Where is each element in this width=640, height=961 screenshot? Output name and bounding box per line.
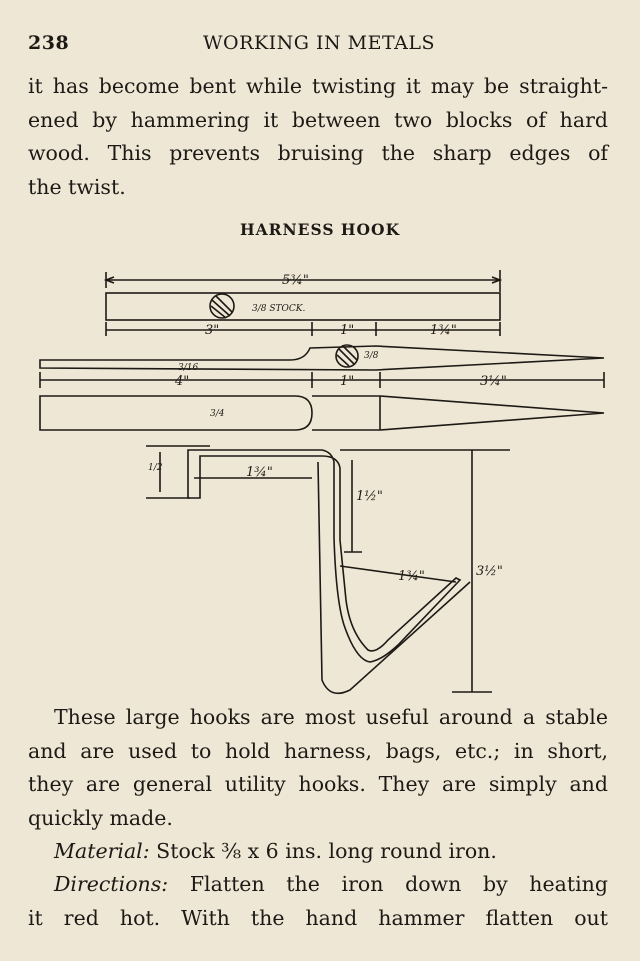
material-label: Material: bbox=[54, 839, 150, 863]
dim-hook-height: 3½" bbox=[476, 564, 503, 579]
flattened-plan bbox=[39, 395, 313, 431]
dim-overall: 5¾" bbox=[282, 273, 309, 288]
paragraph-description: These large hooks are most useful around… bbox=[28, 701, 608, 835]
drawn-bar-profile bbox=[39, 345, 605, 371]
dim-seg-d: 4" bbox=[174, 374, 189, 389]
dim-flat-width: 3/4 bbox=[210, 409, 225, 419]
stock-bar bbox=[105, 292, 501, 321]
dim-thickness-a: 3/16 bbox=[178, 363, 198, 373]
text-line: wood. This prevents bruising the sharp e… bbox=[28, 141, 608, 165]
material-text: Stock ⅜ x 6 ins. long round iron. bbox=[156, 839, 497, 863]
material-line: Material: Stock ⅜ x 6 ins. long round ir… bbox=[28, 835, 634, 869]
dim-seg-a: 3" bbox=[205, 323, 219, 338]
figure-title: HARNESS HOOK bbox=[239, 220, 401, 239]
text-line: Directions: Flatten the iron down by hea… bbox=[28, 868, 608, 902]
dim-seg-b: 1" bbox=[340, 323, 354, 338]
text-line: it has become bent while twisting it may… bbox=[28, 74, 608, 98]
hook-side-view bbox=[187, 449, 462, 663]
dim-hook-lip: 1/2 bbox=[148, 463, 163, 473]
dim-thickness-b: 3/8 bbox=[364, 351, 379, 361]
paragraph-continuation: it has become bent while twisting it may… bbox=[28, 70, 608, 204]
directions-text: Flatten the iron down by heating bbox=[189, 872, 608, 896]
page-header: 238 WORKING IN METALS bbox=[28, 32, 610, 58]
stock-section bbox=[209, 293, 235, 319]
dim-hook-top: 1¾" bbox=[246, 465, 273, 480]
text-line: they are general utility hooks. They are… bbox=[28, 772, 608, 796]
page-number: 238 bbox=[28, 32, 70, 54]
text-line: the twist. bbox=[28, 174, 126, 199]
running-head: WORKING IN METALS bbox=[203, 32, 435, 54]
directions-label: Directions: bbox=[54, 872, 169, 896]
dim-hook-throat: 1¾" bbox=[398, 569, 425, 584]
directions-paragraph: Directions: Flatten the iron down by hea… bbox=[28, 868, 608, 935]
dim-seg-c: 1¾" bbox=[430, 323, 457, 338]
dim-seg-f: 3¼" bbox=[480, 374, 507, 389]
dim-seg-e: 1" bbox=[340, 374, 354, 389]
text-line: it red hot. With the hand hammer flatten… bbox=[28, 905, 608, 930]
text-line: These large hooks are most useful around… bbox=[54, 705, 608, 729]
dim-hook-drop: 1½" bbox=[356, 489, 383, 504]
text-line: and are used to hold harness, bags, etc.… bbox=[28, 738, 608, 763]
text-line: quickly made. bbox=[28, 805, 173, 830]
dim-stock: 3/8 STOCK. bbox=[252, 304, 306, 314]
text-line: ened by hammering it between two blocks … bbox=[28, 107, 608, 132]
harness-hook-drawing: 5¾" 3/8 STOCK. 3" 1" 1¾" 3/16 3/8 4" 1" … bbox=[39, 270, 605, 695]
section-circle bbox=[335, 344, 359, 368]
